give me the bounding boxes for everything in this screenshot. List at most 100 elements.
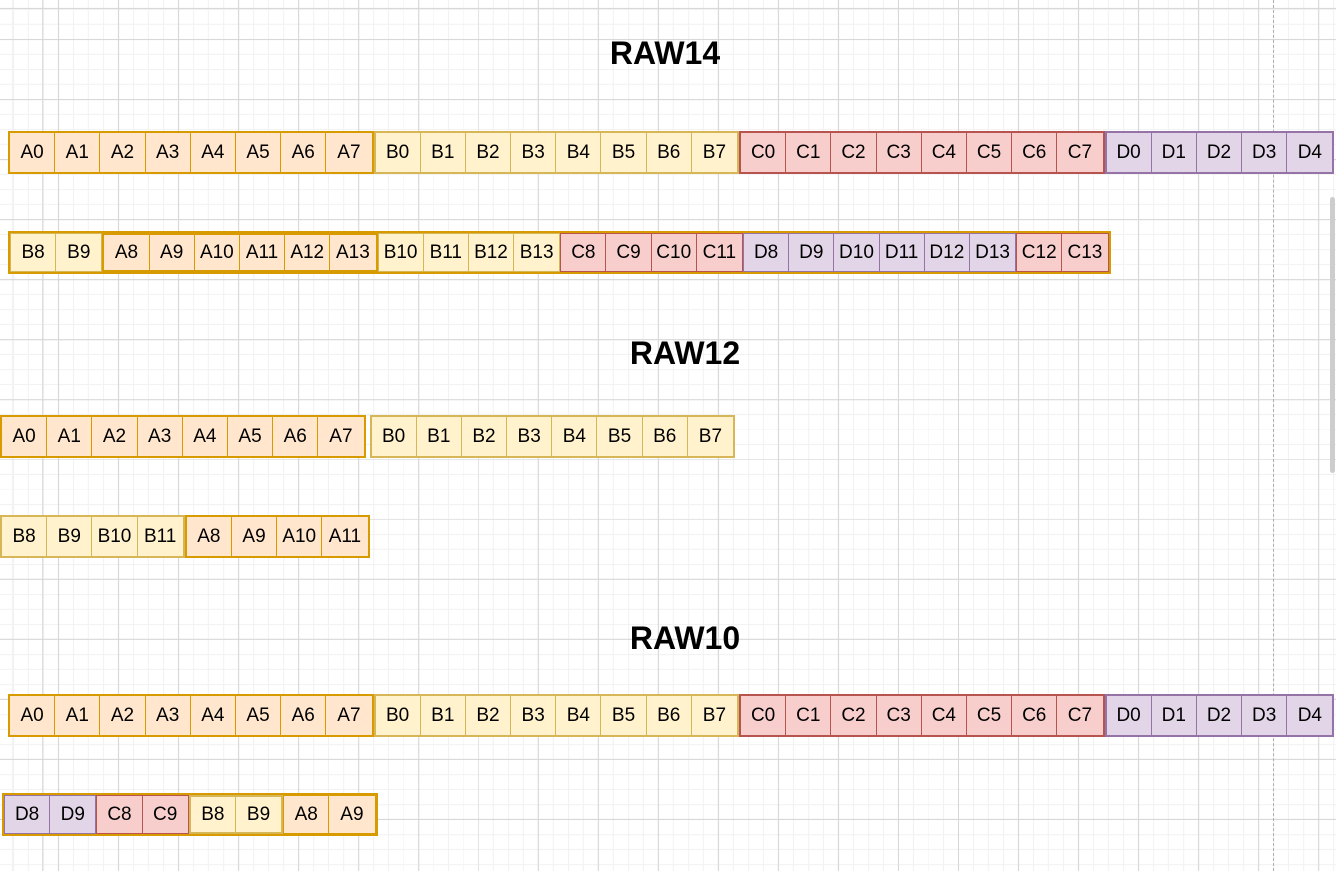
bit-cell-b2[interactable]: B2 bbox=[465, 696, 512, 735]
bit-cell-a4[interactable]: A4 bbox=[190, 133, 236, 172]
bit-cell-b7[interactable]: B7 bbox=[691, 133, 737, 172]
bit-cell-d10[interactable]: D10 bbox=[834, 234, 880, 271]
bit-cell-a5[interactable]: A5 bbox=[235, 696, 282, 735]
bit-cell-b7[interactable]: B7 bbox=[691, 696, 737, 735]
bit-cell-c9[interactable]: C9 bbox=[142, 796, 188, 833]
section-title-raw10[interactable]: RAW10 bbox=[629, 620, 741, 656]
bit-cell-b5[interactable]: B5 bbox=[597, 417, 643, 456]
bit-cell-d12[interactable]: D12 bbox=[924, 234, 970, 271]
bit-cell-b1[interactable]: B1 bbox=[416, 417, 462, 456]
bit-cell-c1[interactable]: C1 bbox=[786, 696, 832, 735]
bit-cell-a7[interactable]: A7 bbox=[326, 696, 372, 735]
bit-cell-b3[interactable]: B3 bbox=[511, 133, 557, 172]
bit-cell-a10[interactable]: A10 bbox=[277, 517, 323, 556]
bit-cell-b12[interactable]: B12 bbox=[468, 234, 515, 271]
bit-cell-d3[interactable]: D3 bbox=[1242, 133, 1288, 172]
bit-cell-b3[interactable]: B3 bbox=[507, 417, 553, 456]
bit-cell-b13[interactable]: B13 bbox=[514, 234, 560, 271]
bit-cell-c0[interactable]: C0 bbox=[741, 696, 787, 735]
bit-cell-a4[interactable]: A4 bbox=[190, 696, 236, 735]
bit-cell-b0[interactable]: B0 bbox=[375, 133, 421, 172]
bit-cell-b2[interactable]: B2 bbox=[461, 417, 508, 456]
bit-cell-a4[interactable]: A4 bbox=[182, 417, 228, 456]
bit-cell-c7[interactable]: C7 bbox=[1057, 696, 1103, 735]
bit-cell-b8[interactable]: B8 bbox=[2, 517, 48, 556]
bit-cell-d0[interactable]: D0 bbox=[1106, 696, 1152, 735]
bit-cell-d13[interactable]: D13 bbox=[969, 234, 1016, 271]
bit-cell-c4[interactable]: C4 bbox=[921, 696, 967, 735]
bit-cell-b3[interactable]: B3 bbox=[511, 696, 557, 735]
bit-cell-d3[interactable]: D3 bbox=[1242, 696, 1288, 735]
bit-cell-a3[interactable]: A3 bbox=[137, 417, 183, 456]
bit-cell-a6[interactable]: A6 bbox=[281, 696, 327, 735]
bit-cell-a7[interactable]: A7 bbox=[318, 417, 364, 456]
bit-cell-c6[interactable]: C6 bbox=[1012, 133, 1058, 172]
bit-cell-b1[interactable]: B1 bbox=[420, 133, 466, 172]
bit-cell-d9[interactable]: D9 bbox=[789, 234, 835, 271]
bit-cell-a12[interactable]: A12 bbox=[285, 235, 331, 270]
bit-cell-c5[interactable]: C5 bbox=[966, 133, 1013, 172]
bit-cell-b8[interactable]: B8 bbox=[11, 234, 57, 271]
bit-cell-b4[interactable]: B4 bbox=[552, 417, 598, 456]
bit-cell-a6[interactable]: A6 bbox=[273, 417, 319, 456]
bit-cell-b0[interactable]: B0 bbox=[371, 417, 417, 456]
bit-cell-c3[interactable]: C3 bbox=[876, 696, 922, 735]
bit-cell-a9[interactable]: A9 bbox=[231, 517, 278, 556]
bit-cell-b10[interactable]: B10 bbox=[378, 234, 424, 271]
bit-cell-d4[interactable]: D4 bbox=[1287, 696, 1333, 735]
bit-cell-d4[interactable]: D4 bbox=[1287, 133, 1333, 172]
bit-cell-c6[interactable]: C6 bbox=[1012, 696, 1058, 735]
bit-cell-b4[interactable]: B4 bbox=[556, 133, 602, 172]
bit-cell-a3[interactable]: A3 bbox=[145, 696, 191, 735]
vertical-scrollbar-thumb[interactable] bbox=[1330, 197, 1335, 473]
bit-cell-a3[interactable]: A3 bbox=[145, 133, 191, 172]
bit-cell-c4[interactable]: C4 bbox=[921, 133, 967, 172]
bit-cell-a6[interactable]: A6 bbox=[281, 133, 327, 172]
bit-cell-b7[interactable]: B7 bbox=[687, 417, 733, 456]
bit-cell-a13[interactable]: A13 bbox=[330, 235, 376, 270]
bit-cell-d1[interactable]: D1 bbox=[1151, 133, 1197, 172]
bit-cell-a8[interactable]: A8 bbox=[104, 235, 150, 270]
bit-cell-b6[interactable]: B6 bbox=[642, 417, 688, 456]
bit-cell-a2[interactable]: A2 bbox=[92, 417, 138, 456]
bit-cell-b11[interactable]: B11 bbox=[423, 234, 469, 271]
bit-cell-d2[interactable]: D2 bbox=[1196, 133, 1243, 172]
bit-cell-c12[interactable]: C12 bbox=[1017, 234, 1063, 271]
bit-cell-b6[interactable]: B6 bbox=[646, 133, 692, 172]
bit-cell-c9[interactable]: C9 bbox=[606, 234, 652, 271]
bit-cell-a5[interactable]: A5 bbox=[235, 133, 282, 172]
bit-cell-a11[interactable]: A11 bbox=[322, 517, 368, 556]
bit-cell-d8[interactable]: D8 bbox=[5, 796, 51, 833]
bit-cell-a9[interactable]: A9 bbox=[149, 235, 195, 270]
bit-cell-b2[interactable]: B2 bbox=[465, 133, 512, 172]
bit-cell-b8[interactable]: B8 bbox=[190, 797, 236, 832]
section-title-raw14[interactable]: RAW14 bbox=[609, 35, 721, 71]
bit-cell-b6[interactable]: B6 bbox=[646, 696, 692, 735]
bit-cell-c11[interactable]: C11 bbox=[696, 234, 742, 271]
bit-cell-a0[interactable]: A0 bbox=[2, 417, 48, 456]
bit-cell-c13[interactable]: C13 bbox=[1062, 234, 1108, 271]
bit-cell-c2[interactable]: C2 bbox=[831, 133, 877, 172]
bit-cell-a1[interactable]: A1 bbox=[55, 696, 101, 735]
bit-cell-c8[interactable]: C8 bbox=[561, 234, 607, 271]
bit-cell-b9[interactable]: B9 bbox=[56, 234, 102, 271]
bit-cell-c5[interactable]: C5 bbox=[966, 696, 1013, 735]
bit-cell-d8[interactable]: D8 bbox=[744, 234, 790, 271]
bit-cell-b0[interactable]: B0 bbox=[375, 696, 421, 735]
bit-cell-a5[interactable]: A5 bbox=[227, 417, 274, 456]
